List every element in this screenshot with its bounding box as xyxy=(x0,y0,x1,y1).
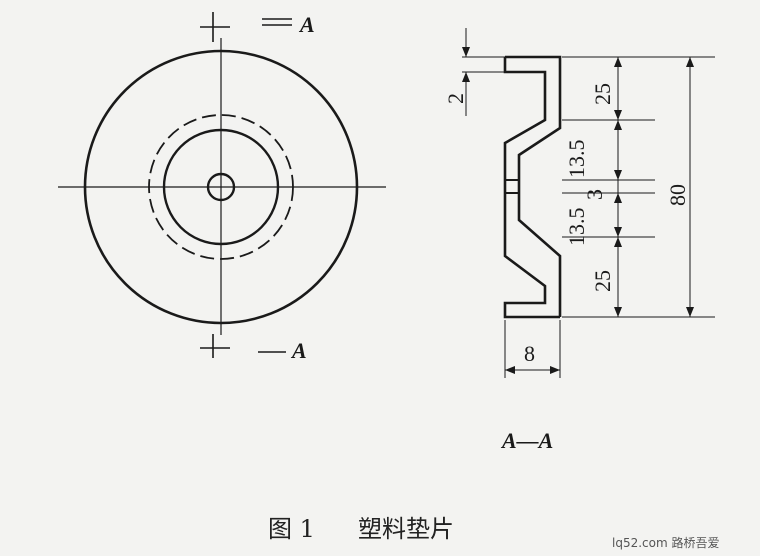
section-mark-bottom: A xyxy=(200,334,307,363)
section-mark-top: A xyxy=(200,12,315,42)
section-letter-top: A xyxy=(298,12,315,37)
section-profile-inner xyxy=(503,57,560,319)
section-view xyxy=(503,55,562,319)
figure-title: 塑料垫片 xyxy=(358,515,454,543)
watermark: lq52.com 路桥吾爱 xyxy=(612,535,719,550)
figure-number: 图 1 xyxy=(268,515,315,543)
section-profile-outer xyxy=(505,55,562,317)
dim-top-step: 25 xyxy=(590,83,615,105)
dim-thickness: 2 xyxy=(443,93,468,104)
dim-lower-taper: 13.5 xyxy=(564,208,589,247)
dim-bottom-step: 25 xyxy=(590,270,615,292)
dim-width: 8 xyxy=(524,341,535,366)
dim-total-height: 80 xyxy=(665,184,690,206)
section-view-label: A—A xyxy=(500,428,553,453)
section-letter-bottom: A xyxy=(290,338,307,363)
dim-upper-taper: 13.5 xyxy=(564,140,589,179)
dimensions: 2 25 13.5 3 13.5 25 80 8 xyxy=(443,28,715,378)
front-view xyxy=(58,38,386,335)
dim-center-hole: 3 xyxy=(582,189,607,200)
